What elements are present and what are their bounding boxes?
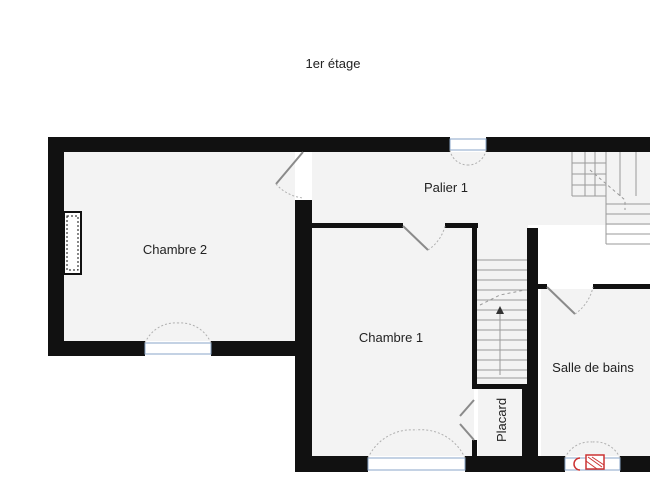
wall-chambre1-top-a — [312, 223, 403, 228]
swing-w-sdb-b — [591, 441, 621, 459]
wall-top-right — [486, 137, 650, 152]
staircase-middle — [477, 259, 527, 379]
staircase-upper — [571, 152, 650, 245]
swing-w-c2-a — [144, 322, 179, 344]
wall-top-left — [48, 137, 450, 152]
floor-title: 1er étage — [306, 56, 361, 71]
placard-floor — [478, 389, 522, 456]
window-chambre2 — [144, 342, 212, 355]
wall-left-chambre1 — [295, 341, 312, 472]
wall-bottom-a — [295, 456, 368, 472]
salle-de-bains-floor — [541, 289, 650, 456]
room-label-chambre2: Chambre 2 — [143, 242, 207, 257]
wall-placard-right — [522, 384, 527, 460]
room-label-palier1: Palier 1 — [424, 180, 468, 195]
wall-bathroom-top-a — [538, 284, 547, 289]
wall-bottom-b — [465, 456, 565, 472]
palier1-floor — [312, 152, 650, 225]
door-chambre2-leaf — [275, 151, 304, 185]
walls — [48, 137, 650, 472]
swing-w-c2-b — [177, 322, 212, 344]
swing-w-c1-b — [415, 429, 466, 459]
swing-w-sdb-a — [564, 441, 593, 459]
swing-w-pal-b — [467, 149, 487, 166]
floor-areas — [64, 152, 650, 456]
wall-left — [48, 137, 64, 356]
wall-bathroom-left — [527, 228, 538, 460]
wall-bottom-c — [620, 456, 650, 472]
wall-bottom-chambre2-b — [211, 341, 312, 356]
door-chambre1-leaf — [402, 225, 429, 251]
door-placard-leaf-b — [459, 399, 475, 417]
doors — [275, 151, 594, 441]
stair-hall-floor — [474, 225, 528, 385]
wall-bottom-chambre2-a — [48, 341, 145, 356]
stair-arrow-head — [496, 306, 504, 314]
room-label-placard: Placard — [494, 398, 509, 442]
door-chambre2-swing — [275, 183, 304, 199]
door-bathroom-swing — [574, 286, 594, 315]
wall-chambre1-right-a — [472, 223, 477, 385]
room-label-salle-de-bains: Salle de bains — [552, 360, 634, 375]
chambre1-floor — [312, 225, 474, 456]
window-chambre1 — [367, 457, 466, 471]
wall-bathroom-top-b — [593, 284, 650, 289]
vent-icon — [573, 454, 605, 471]
wall-chambre1-top-b — [445, 223, 478, 228]
radiator-icon — [63, 211, 82, 275]
room-label-chambre1: Chambre 1 — [359, 330, 423, 345]
door-bathroom-leaf — [546, 286, 576, 315]
chambre2-floor — [64, 152, 295, 341]
wall-chambre1-right-b — [472, 440, 477, 460]
door-placard-leaf-a — [459, 423, 475, 441]
door-chambre1-swing — [427, 225, 446, 251]
wall-partition-chambre2 — [295, 200, 312, 356]
window-swings — [144, 149, 621, 459]
swing-w-pal-a — [449, 149, 469, 166]
window-palier — [449, 138, 487, 151]
wall-placard-top — [472, 384, 527, 389]
swing-w-c1-a — [367, 429, 417, 459]
